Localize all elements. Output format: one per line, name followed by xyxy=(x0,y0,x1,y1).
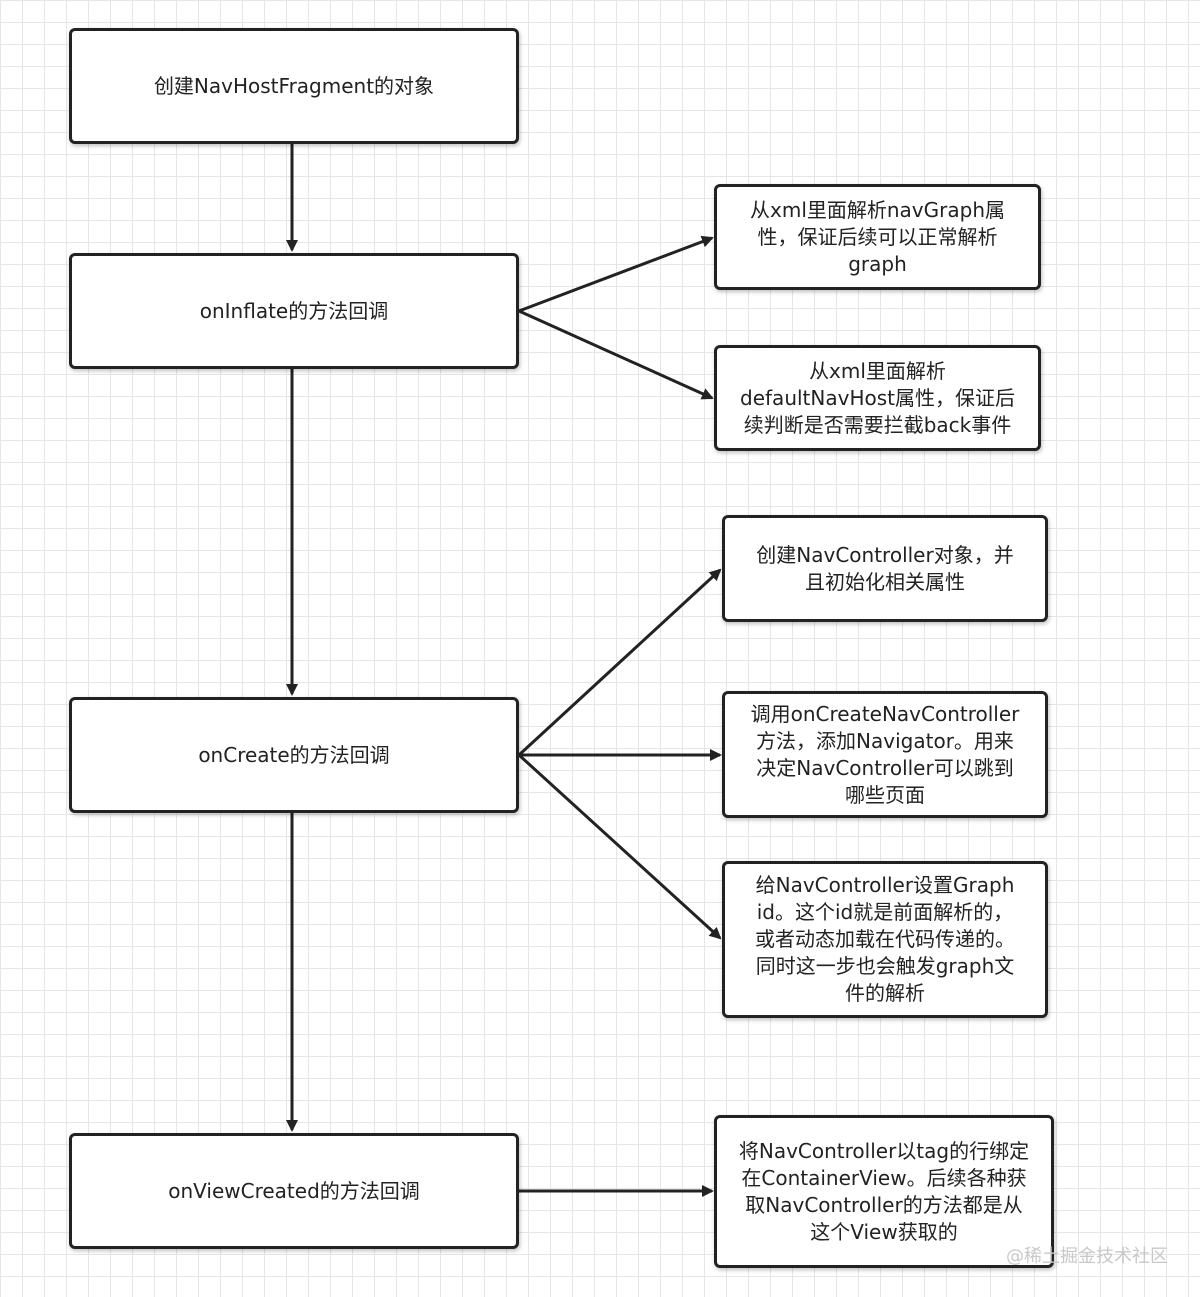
node-oninflate: onInflate的方法回调 xyxy=(69,253,519,369)
node-parse-navgraph: 从xml里面解析navGraph属 性，保证后续可以正常解析 graph xyxy=(714,184,1041,290)
node-add-navigator-label: 调用onCreateNavController 方法，添加Navigator。用… xyxy=(750,701,1020,807)
arrow-inflate-to-parse-navgraph xyxy=(518,235,714,313)
node-parse-defaultnavhost-label: 从xml里面解析 defaultNavHost属性，保证后 续判断是否需要拦截b… xyxy=(740,358,1015,437)
node-onviewcreated: onViewCreated的方法回调 xyxy=(69,1133,519,1249)
watermark-text: @稀土掘金技术社区 xyxy=(1006,1246,1168,1267)
arrow-create-to-navcontroller xyxy=(517,568,722,757)
node-oncreate: onCreate的方法回调 xyxy=(69,697,519,813)
node-parse-defaultnavhost: 从xml里面解析 defaultNavHost属性，保证后 续判断是否需要拦截b… xyxy=(714,345,1041,451)
arrow-inflate-to-parse-defaultnavhost xyxy=(518,309,714,400)
node-add-navigator: 调用onCreateNavController 方法，添加Navigator。用… xyxy=(722,691,1048,818)
node-oncreate-label: onCreate的方法回调 xyxy=(198,743,390,767)
node-bind-tag: 将NavController以tag的行绑定 在ContainerView。后续… xyxy=(714,1115,1054,1268)
node-onviewcreated-label: onViewCreated的方法回调 xyxy=(168,1179,420,1203)
node-create-navcontroller: 创建NavController对象，并 且初始化相关属性 xyxy=(722,515,1048,622)
node-oninflate-label: onInflate的方法回调 xyxy=(199,299,389,323)
node-create-navhostfragment: 创建NavHostFragment的对象 xyxy=(69,28,519,144)
arrow-create-to-setgraph xyxy=(517,753,722,940)
node-parse-navgraph-label: 从xml里面解析navGraph属 性，保证后续可以正常解析 graph xyxy=(750,197,1005,276)
node-set-graph: 给NavController设置Graph id。这个id就是前面解析的， 或者… xyxy=(722,861,1048,1018)
node-create-navcontroller-label: 创建NavController对象，并 且初始化相关属性 xyxy=(756,542,1014,594)
node-create-navhostfragment-label: 创建NavHostFragment的对象 xyxy=(153,74,435,98)
node-set-graph-label: 给NavController设置Graph id。这个id就是前面解析的， 或者… xyxy=(755,873,1015,1005)
node-bind-tag-label: 将NavController以tag的行绑定 在ContainerView。后续… xyxy=(738,1138,1030,1244)
